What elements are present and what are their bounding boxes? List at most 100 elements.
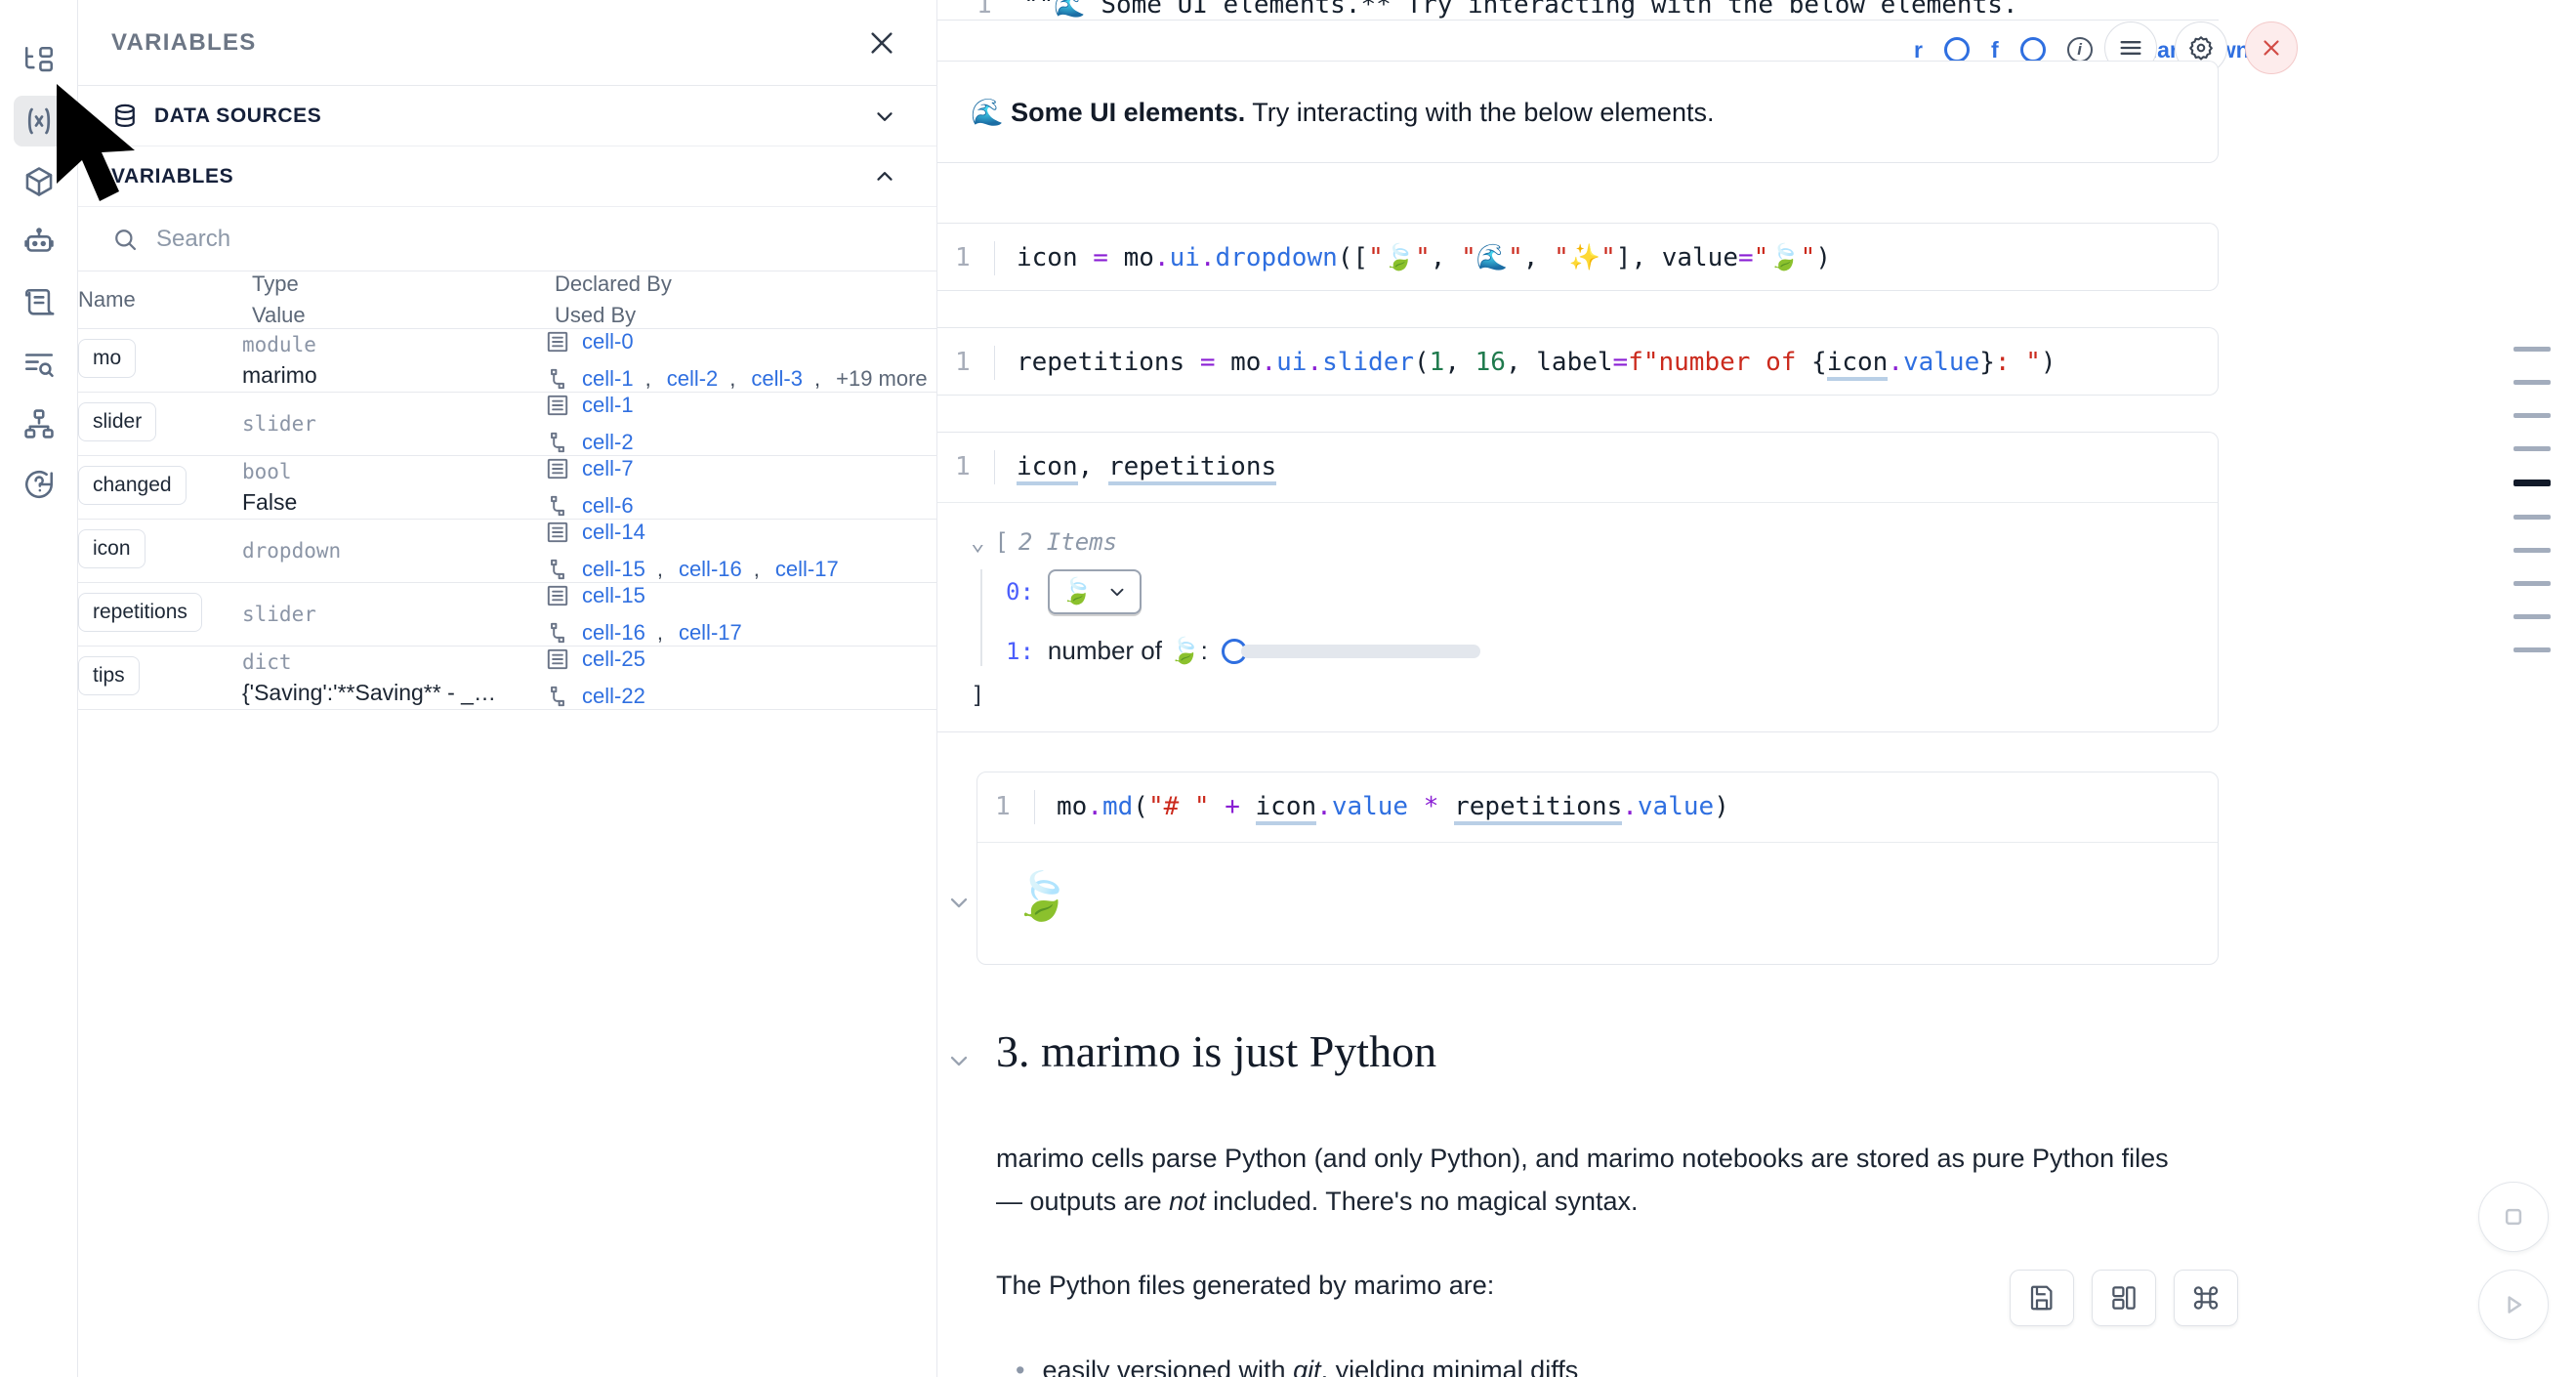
cell-link[interactable]: cell-17 (774, 557, 839, 581)
code-cell-dropdown[interactable]: 1 icon = mo.ui.dropdown(["🍃", "🌊", "✨"],… (937, 223, 2219, 291)
variable-type: module (242, 332, 316, 356)
variable-value: {'Saving':'**Saving** - _Na… (242, 679, 506, 705)
minimap-marker[interactable] (2514, 515, 2551, 520)
list-output-header[interactable]: ⌄ [ 2 Items (971, 528, 2184, 556)
cell-link[interactable]: cell-6 (582, 493, 634, 518)
leaf-emoji: 🍃 (1013, 871, 1071, 924)
cell-link[interactable]: cell-2 (582, 430, 634, 454)
scratchpad-icon[interactable] (14, 277, 64, 328)
cell-link[interactable]: cell-1 (582, 366, 634, 391)
minimap-marker[interactable] (2514, 446, 2551, 451)
cell-icon (545, 456, 570, 481)
stop-icon[interactable] (2478, 1182, 2549, 1252)
used-by-more[interactable]: +19 more (836, 366, 928, 391)
variable-type: dict (242, 649, 292, 674)
run-icon[interactable] (2478, 1270, 2549, 1340)
items-count: 2 Items (1018, 528, 1118, 557)
declared-used-cell: cell-7 cell-6 (545, 455, 936, 520)
variable-name-chip[interactable]: slider (78, 401, 157, 441)
minimap-marker[interactable] (2514, 614, 2551, 619)
cell-link[interactable]: cell-0 (582, 329, 634, 354)
variables-table: Name Type Value Declared By Used By (78, 271, 936, 710)
separator: , (656, 620, 663, 645)
packages-icon[interactable] (14, 156, 64, 207)
code-cell-display[interactable]: 1 icon, repetitions ⌄ [ 2 Items 0: (937, 432, 2219, 732)
search-input[interactable] (156, 225, 903, 253)
slider-track[interactable] (1240, 644, 1480, 658)
section-data-sources[interactable]: DATA SOURCES (78, 86, 936, 146)
list-output-body: 0: 🍃 1: number of 🍃: (980, 569, 2184, 667)
ai-assistant-icon[interactable] (14, 217, 64, 268)
minimap-marker[interactable] (2514, 647, 2551, 652)
format-toggle[interactable] (2019, 37, 2046, 63)
dependency-graph-icon[interactable] (14, 398, 64, 449)
file-explorer-icon[interactable] (14, 35, 64, 86)
cell-link[interactable]: cell-3 (751, 366, 803, 391)
used-by-row: cell-22 (545, 684, 936, 709)
declared-by-row: cell-14 (545, 520, 936, 545)
notebook-area: ""🌊 Some UI elements.** Try interacting … (937, 0, 2576, 1377)
cell-link[interactable]: cell-16 (678, 557, 742, 581)
cell-link[interactable]: cell-7 (582, 456, 634, 480)
declared-used-cell: cell-15 cell-16, cell-17 (545, 582, 936, 647)
minimap-marker[interactable] (2514, 581, 2551, 586)
layout-icon[interactable] (2092, 1270, 2156, 1326)
cell-icon (545, 583, 570, 608)
chevron-up-icon[interactable] (872, 164, 897, 189)
close-icon[interactable] (866, 27, 897, 59)
markdown-output-cell[interactable]: 🌊 Some UI elements. Try interacting with… (937, 61, 2219, 163)
variables-search[interactable] (78, 207, 936, 271)
variable-name-chip[interactable]: repetitions (78, 592, 202, 632)
minimap-marker[interactable] (2514, 413, 2551, 418)
declared-by-row: cell-1 (545, 393, 936, 418)
used-by-icon (551, 495, 564, 517)
table-row: tips dict {'Saving':'**Saving** - _Na… cell… (78, 646, 936, 710)
slider-widget[interactable] (1221, 638, 1480, 664)
cell-link[interactable]: cell-15 (582, 557, 645, 581)
cell-link[interactable]: cell-25 (582, 647, 645, 671)
cell-link[interactable]: cell-14 (582, 520, 645, 544)
section-variables[interactable]: VARIABLES (78, 146, 936, 207)
cell-link[interactable]: cell-1 (582, 393, 634, 417)
save-icon[interactable] (2010, 1270, 2074, 1326)
variables-icon[interactable] (13, 96, 64, 146)
cell-link[interactable]: cell-17 (678, 620, 742, 645)
variable-name-chip[interactable]: icon (78, 528, 145, 568)
code-cell-slider[interactable]: 1 repetitions = mo.ui.slider(1, 16, labe… (937, 327, 2219, 396)
variable-name-chip[interactable]: mo (78, 338, 137, 378)
collapse-section-chevron-icon[interactable] (945, 1047, 973, 1074)
variable-name-chip[interactable]: changed (78, 465, 187, 505)
paragraph-text: included. There's no magical syntax. (1205, 1186, 1639, 1216)
minimap-marker[interactable] (2514, 548, 2551, 553)
used-by-icon (545, 366, 570, 392)
cell-icon (547, 585, 568, 606)
code-text: repetitions = mo.ui.slider(1, 16, label=… (1017, 346, 2057, 381)
logs-icon[interactable] (14, 338, 64, 389)
collapse-cell-chevron-icon[interactable] (945, 889, 973, 916)
dropdown-widget[interactable]: 🍃 (1047, 569, 1143, 615)
line-number: 1 (995, 792, 1011, 821)
cell-link[interactable]: cell-2 (666, 366, 719, 391)
command-icon[interactable] (2174, 1270, 2238, 1326)
cell-link[interactable]: cell-15 (582, 583, 645, 607)
cell-link[interactable]: cell-22 (582, 684, 645, 708)
variable-type-value-cell: dict {'Saving':'**Saving** - _Na… (242, 646, 545, 710)
code-cell-md[interactable]: 1 mo.md("# " + icon.value * repetitions.… (976, 772, 2219, 965)
chevron-down-icon[interactable] (872, 104, 897, 129)
help-icon[interactable] (14, 459, 64, 510)
list-item-key: 1: (1006, 637, 1034, 665)
reactive-toggle[interactable] (1943, 37, 1970, 63)
close-icon[interactable] (2245, 21, 2298, 74)
minimap-marker[interactable] (2514, 347, 2551, 352)
section-variables-label: VARIABLES (111, 164, 234, 188)
chevron-down-icon[interactable]: ⌄ (971, 528, 985, 557)
info-icon[interactable]: i (2066, 37, 2093, 63)
gutter (994, 346, 995, 381)
minimap-marker[interactable] (2514, 380, 2551, 385)
variable-name-chip[interactable]: tips (78, 655, 140, 695)
cell-link[interactable]: cell-16 (582, 620, 645, 645)
minimap-marker[interactable] (2514, 480, 2551, 486)
close-bracket: ] (971, 682, 985, 710)
